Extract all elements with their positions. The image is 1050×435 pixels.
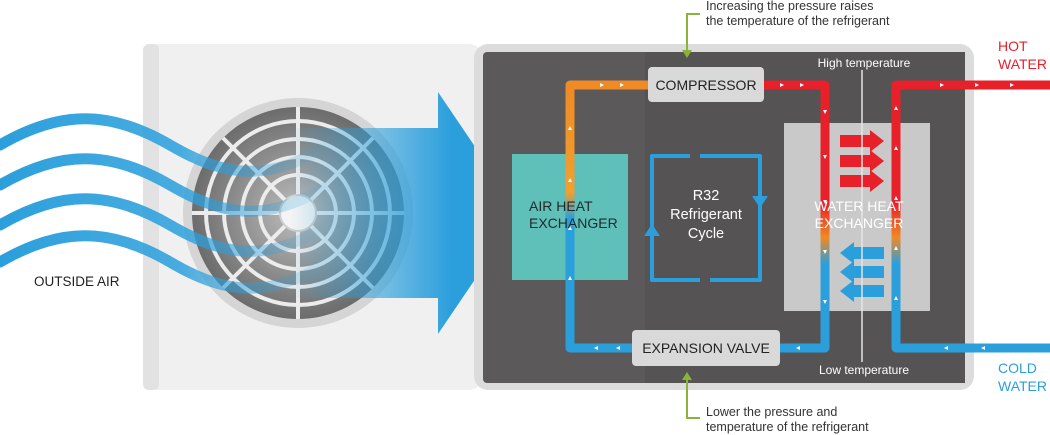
expansion-valve-label: EXPANSION VALVE (642, 340, 770, 356)
cycle-label-line1: R32 (693, 188, 720, 204)
top-callout-marker (686, 13, 700, 52)
water-hx-label-line1: WATER HEAT (814, 198, 904, 214)
cycle-arrow-head-left (644, 224, 660, 236)
cycle-label-line3: Cycle (688, 226, 724, 242)
hot-water-label-line1: HOT (998, 38, 1028, 54)
top-note-line2: the temperature of the refrigerant (706, 14, 890, 28)
top-callout-arrowhead (682, 50, 692, 58)
water-hx-label-line2: EXCHANGER (815, 215, 904, 231)
bottom-callout-marker (686, 378, 700, 419)
bottom-note-line1: Lower the pressure and (706, 405, 837, 419)
cold-water-label-line1: COLD (998, 360, 1037, 376)
water-loop (891, 80, 1050, 353)
high-temperature-label: High temperature (818, 56, 911, 70)
water-heat-exchanger (784, 123, 930, 311)
bottom-callout-arrowhead (682, 372, 692, 380)
top-note-line1: Increasing the pressure raises (706, 0, 873, 13)
compressor (648, 67, 764, 102)
expansion-valve (632, 330, 780, 366)
bottom-note-line2: temperature of the refrigerant (706, 420, 869, 434)
cycle-arrows (650, 154, 762, 282)
air-flow-waves (0, 113, 336, 294)
air-hx-label-line1: AIR HEAT (529, 198, 593, 214)
low-temperature-label: Low temperature (819, 363, 909, 377)
compressor-label: COMPRESSOR (655, 77, 756, 93)
cycle-arrow-head-right (752, 196, 768, 208)
cold-water-label-line2: WATER (998, 378, 1047, 394)
air-hx-label-line2: EXCHANGER (529, 215, 618, 231)
hot-water-label-line2: WATER (998, 56, 1047, 72)
air-flow-arrow (290, 92, 520, 334)
outside-air-label: OUTSIDE AIR (34, 274, 120, 289)
cycle-label-line2: Refrigerant (670, 207, 742, 223)
flow-direction-arrows (568, 83, 1014, 350)
